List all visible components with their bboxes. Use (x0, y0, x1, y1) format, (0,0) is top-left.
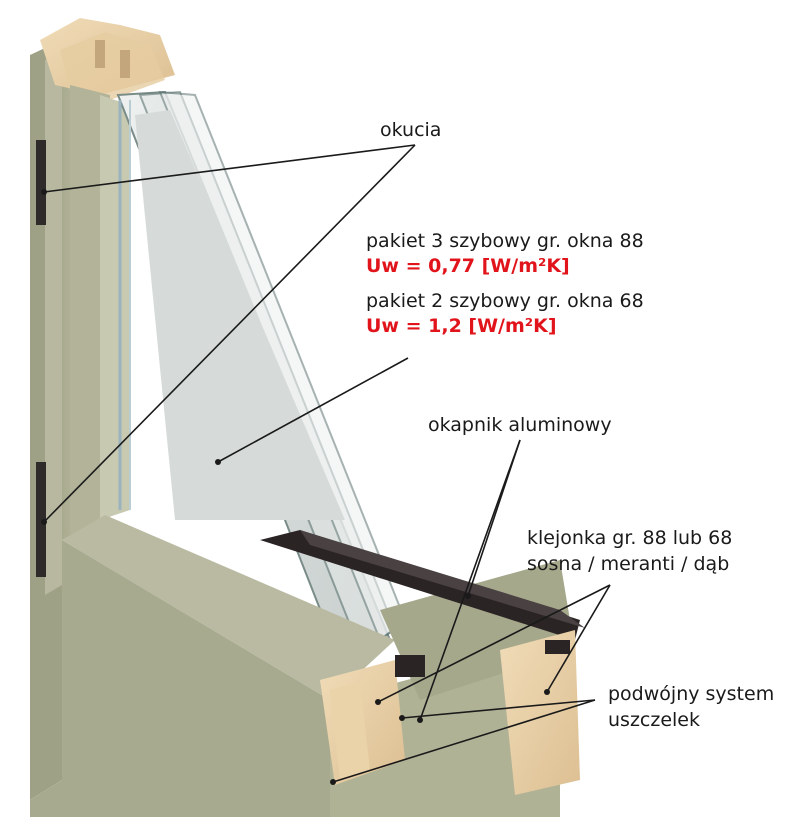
leader-uszczelki-1 (401, 699, 596, 719)
leader-klejonka-2 (546, 584, 611, 693)
label-pakiet2-uw: Uw = 1,2 [W/m²K] (366, 315, 557, 337)
hardware-okucia (36, 140, 46, 577)
glass-panes (116, 90, 407, 662)
leader-lines (43, 144, 611, 783)
label-pakiet3-title: pakiet 3 szybowy gr. okna 88 (366, 230, 644, 252)
label-pakiet3-uw: Uw = 0,77 [W/m²K] (366, 255, 570, 277)
leader-dots (41, 189, 550, 785)
frame-bottom-member (30, 515, 585, 817)
leader-okapnik-1 (419, 439, 521, 721)
leader-okapnik-2 (467, 439, 521, 597)
label-okapnik: okapnik aluminowy (428, 414, 612, 436)
leader-uszczelki-2 (332, 699, 596, 783)
leader-okucia-1 (43, 144, 416, 193)
label-klejonka-line1: klejonka gr. 88 lub 68 (527, 527, 733, 549)
label-pakiet2-title: pakiet 2 szybowy gr. okna 68 (366, 290, 644, 312)
label-uszczelki-line1: podwójny system (608, 683, 775, 705)
leader-okucia-2 (43, 144, 416, 523)
label-uszczelki-line2: uszczelek (608, 709, 700, 731)
leader-klejonka-1 (377, 584, 611, 703)
label-okucia: okucia (380, 119, 442, 141)
sash-vertical (70, 85, 130, 540)
label-klejonka-line2: sosna / meranti / dąb (527, 553, 730, 575)
leader-pakiet (217, 357, 409, 463)
